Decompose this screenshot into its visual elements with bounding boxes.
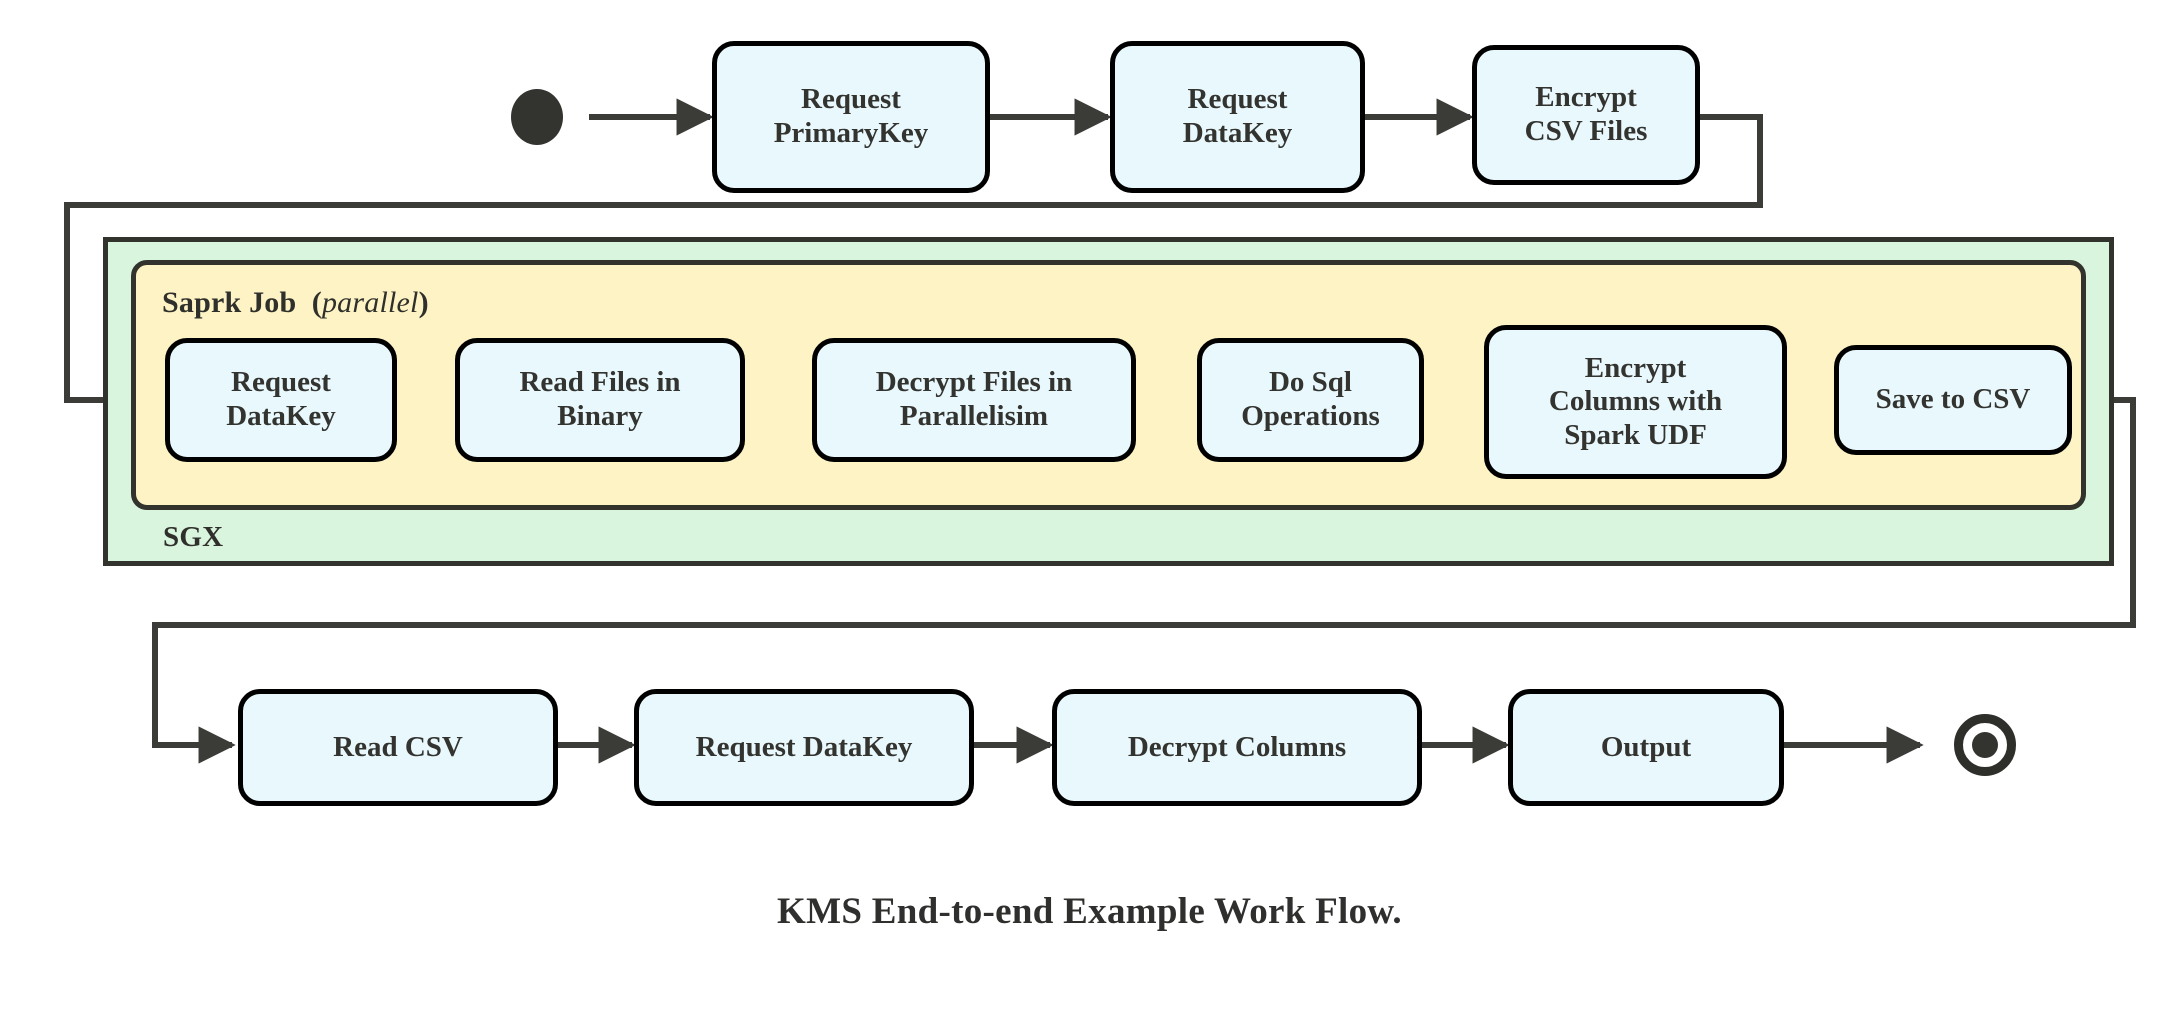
container-spark-job-label: Saprk Job (parallel): [162, 286, 429, 320]
spark-job-label-bold: Saprk Job: [162, 286, 297, 319]
node-line: CSV Files: [1524, 115, 1648, 147]
node-line: Columns with: [1548, 385, 1723, 418]
diagram-caption: KMS End-to-end Example Work Flow.: [777, 891, 1402, 932]
node-line: Do Sql: [1268, 366, 1352, 399]
node-encrypt-csv-files[interactable]: Encrypt CSV Files: [1472, 45, 1700, 185]
container-sgx-label: SGX: [163, 521, 224, 553]
node-line: Encrypt: [1584, 351, 1687, 384]
node-line: Operations: [1241, 400, 1380, 432]
node-line: Read Files in: [519, 366, 681, 399]
node-request-datakey-top[interactable]: Request DataKey: [1110, 41, 1365, 193]
node-request-datakey-bottom[interactable]: Request DataKey: [634, 689, 974, 806]
node-line: Request: [801, 83, 901, 116]
start-node: [511, 89, 563, 145]
node-line: DataKey: [226, 400, 336, 432]
node-line: Parallelisim: [899, 400, 1049, 432]
node-line: Save to CSV: [1875, 383, 2031, 416]
node-line: Decrypt Files in: [875, 366, 1073, 399]
node-line: Output: [1600, 730, 1692, 763]
node-line: Request DataKey: [695, 730, 913, 763]
node-line: Request: [1187, 83, 1288, 116]
spark-job-paren-close: ): [418, 286, 429, 319]
node-save-to-csv[interactable]: Save to CSV: [1834, 345, 2072, 455]
node-line: Encrypt: [1535, 81, 1637, 114]
node-line: Read CSV: [333, 730, 463, 763]
node-line: Spark UDF: [1564, 418, 1707, 451]
node-request-primarykey[interactable]: Request PrimaryKey: [712, 41, 990, 193]
node-read-csv[interactable]: Read CSV: [238, 689, 558, 806]
node-line: DataKey: [1182, 117, 1293, 149]
node-read-files-in-binary[interactable]: Read Files in Binary: [455, 338, 745, 462]
node-decrypt-columns[interactable]: Decrypt Columns: [1052, 689, 1422, 806]
spark-job-paren-open: (: [311, 286, 322, 319]
node-decrypt-files-in-parallelisim[interactable]: Decrypt Files in Parallelisim: [812, 338, 1136, 462]
node-line: PrimaryKey: [773, 117, 929, 149]
node-request-datakey-spark[interactable]: Request DataKey: [165, 338, 397, 462]
node-line: Request: [231, 366, 331, 399]
node-encrypt-columns-with-spark-udf[interactable]: Encrypt Columns with Spark UDF: [1484, 325, 1787, 479]
node-line: Binary: [557, 400, 643, 432]
node-output[interactable]: Output: [1508, 689, 1784, 806]
spark-job-label-italic: parallel: [321, 286, 419, 319]
end-node: [1954, 714, 2016, 776]
node-do-sql-operations[interactable]: Do Sql Operations: [1197, 338, 1424, 462]
node-line: Decrypt Columns: [1127, 730, 1347, 763]
